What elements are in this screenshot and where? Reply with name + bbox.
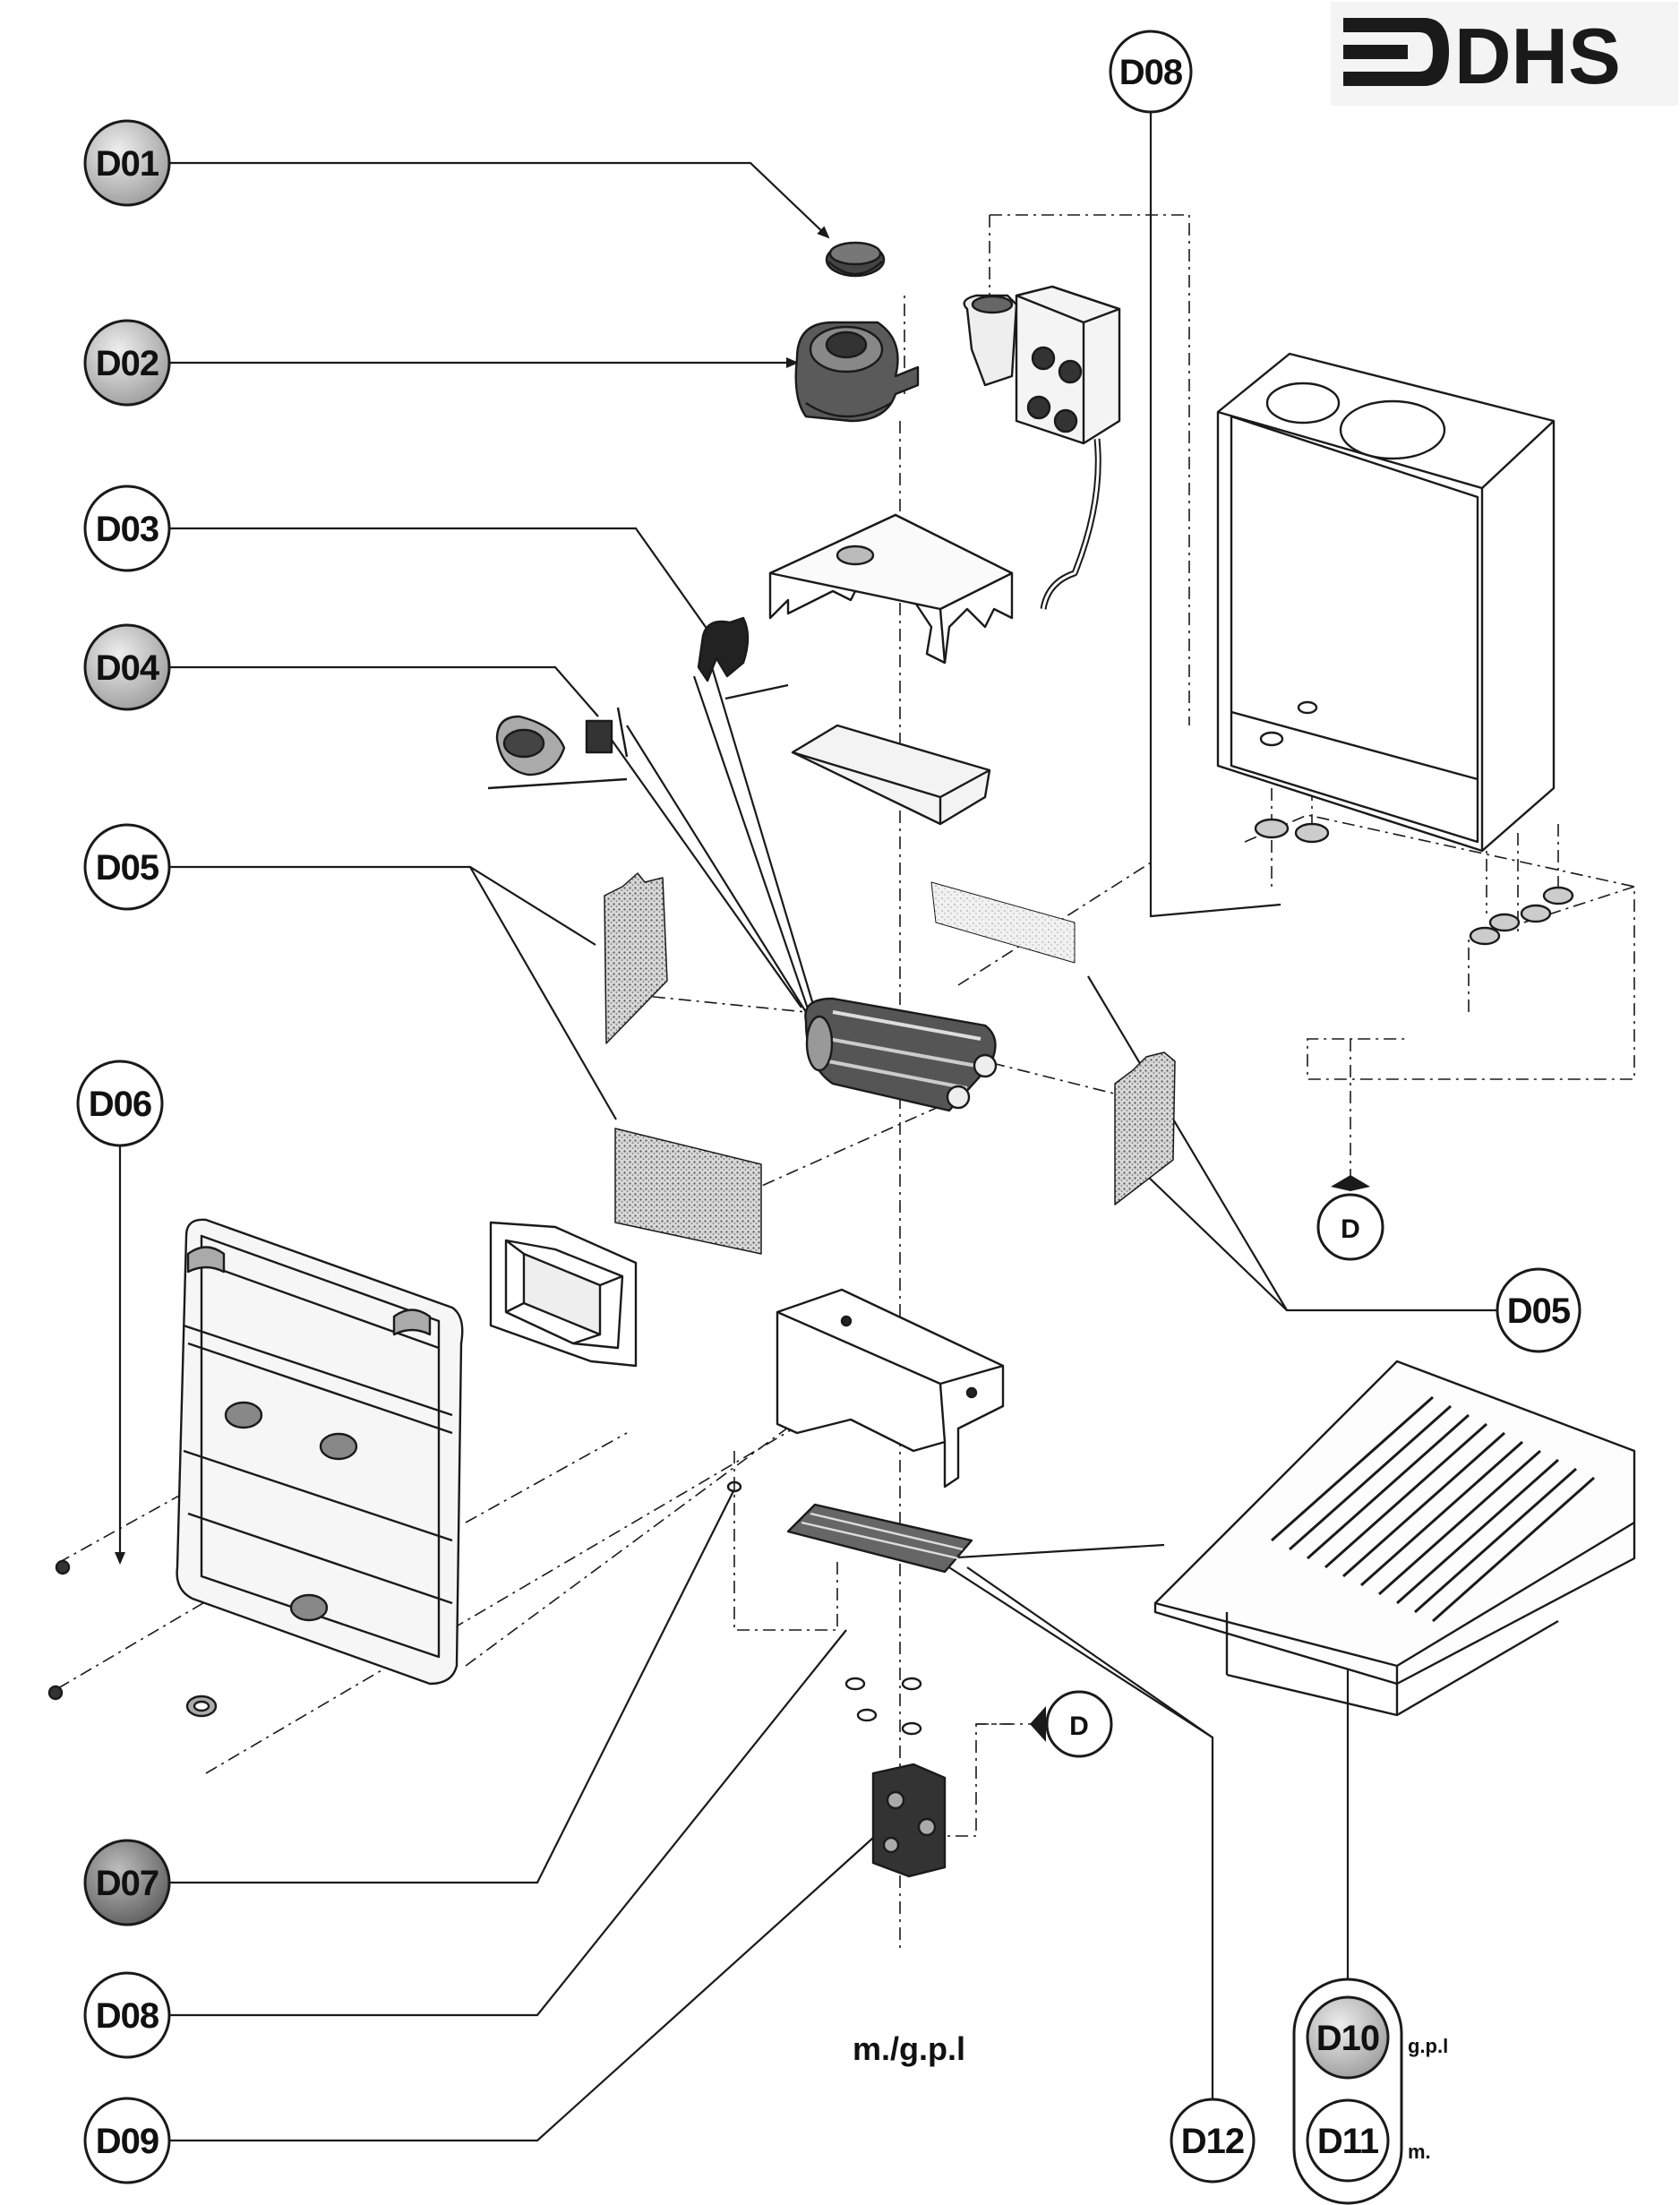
- callout-d09-label: D09: [96, 2122, 159, 2161]
- callout-d12: D12: [1170, 2098, 1256, 2184]
- parts: [47, 241, 1636, 1878]
- callout-d01-label: D01: [96, 144, 159, 184]
- methane-label: m.: [1408, 2141, 1431, 2163]
- callout-d10-d11-group: D10 D11 g.p.l m.: [1292, 1978, 1448, 2205]
- callout-d08-top-label: D08: [1119, 53, 1183, 92]
- electrode-part: [487, 707, 629, 790]
- callout-d08-bottom: D08: [83, 1971, 171, 2059]
- logo-text: DHS: [1454, 12, 1621, 100]
- pressure-switch-part: [963, 285, 1121, 610]
- callout-d10-label: D10: [1316, 2019, 1379, 2058]
- connector-d-lower-label: D: [1069, 1712, 1089, 1741]
- leader-d08-bottom: [168, 1629, 847, 2017]
- connector-marks: D D: [1030, 1175, 1384, 1758]
- connector-d-right-label: D: [1341, 1214, 1360, 1244]
- insulation-panels: [604, 872, 1176, 1255]
- callout-d08-bottom-label: D08: [96, 1996, 159, 2036]
- injector-rail-part: [786, 1503, 973, 1574]
- callout-d05-right: D05: [1496, 1267, 1581, 1353]
- leader-d05-left: [168, 865, 596, 946]
- callout-d04: D04: [83, 623, 171, 711]
- leader-d01: [168, 161, 830, 239]
- clip-part: [697, 616, 789, 700]
- callout-d12-label: D12: [1181, 2122, 1244, 2161]
- burner-part: [1153, 1360, 1636, 1717]
- small-fittings: [47, 1480, 922, 1736]
- chamber-cover-part: [176, 1218, 464, 1686]
- callout-d05-right-label: D05: [1507, 1291, 1571, 1331]
- rear-plate-part: [489, 1221, 638, 1368]
- leader-d07: [168, 1489, 735, 1884]
- leader-d03: [168, 527, 713, 637]
- casing-part: [1216, 352, 1574, 946]
- leader-lines: [115, 97, 1497, 2142]
- flue-hood-part: [768, 513, 1014, 665]
- callouts: D01 D02 D03 D04 D05 D06 D07 D08: [76, 30, 1581, 2205]
- callout-d07-label: D07: [96, 1864, 159, 1903]
- fuel-caption: m./g.p.l: [853, 2030, 965, 2067]
- connector-d-right: D: [1316, 1175, 1384, 1261]
- dhs-logo: DHS: [1331, 2, 1678, 106]
- callout-d04-label: D04: [96, 648, 160, 688]
- callout-d05-left-label: D05: [96, 848, 159, 888]
- deflector-part: [791, 724, 991, 826]
- callout-d05-left: D05: [83, 823, 171, 911]
- callout-d02-label: D02: [96, 344, 159, 383]
- callout-d02: D02: [83, 319, 171, 407]
- callout-d06-label: D06: [89, 1085, 151, 1124]
- callout-d09: D09: [83, 2097, 171, 2184]
- leader-d12: [941, 1562, 1214, 2110]
- bracket-part: [776, 1288, 1005, 1489]
- heat-exchanger-part: [804, 997, 998, 1112]
- fan-part: [794, 321, 920, 423]
- connector-d-lower: D: [1030, 1690, 1113, 1758]
- leader-d04: [168, 665, 599, 717]
- gpl-label: g.p.l: [1408, 2035, 1448, 2057]
- callout-d07: D07: [83, 1839, 171, 1926]
- leader-d08-top: [1149, 97, 1281, 918]
- vent-cap-part: [825, 241, 886, 278]
- callout-d06: D06: [76, 1060, 164, 1147]
- callout-d08-top: D08: [1109, 30, 1193, 114]
- leader-d09: [168, 1837, 874, 2142]
- callout-d01: D01: [83, 119, 171, 207]
- callout-d03-label: D03: [96, 510, 159, 549]
- gas-valve-part: [871, 1763, 947, 1878]
- callout-d11-label: D11: [1317, 2122, 1379, 2161]
- callout-d03: D03: [83, 485, 171, 572]
